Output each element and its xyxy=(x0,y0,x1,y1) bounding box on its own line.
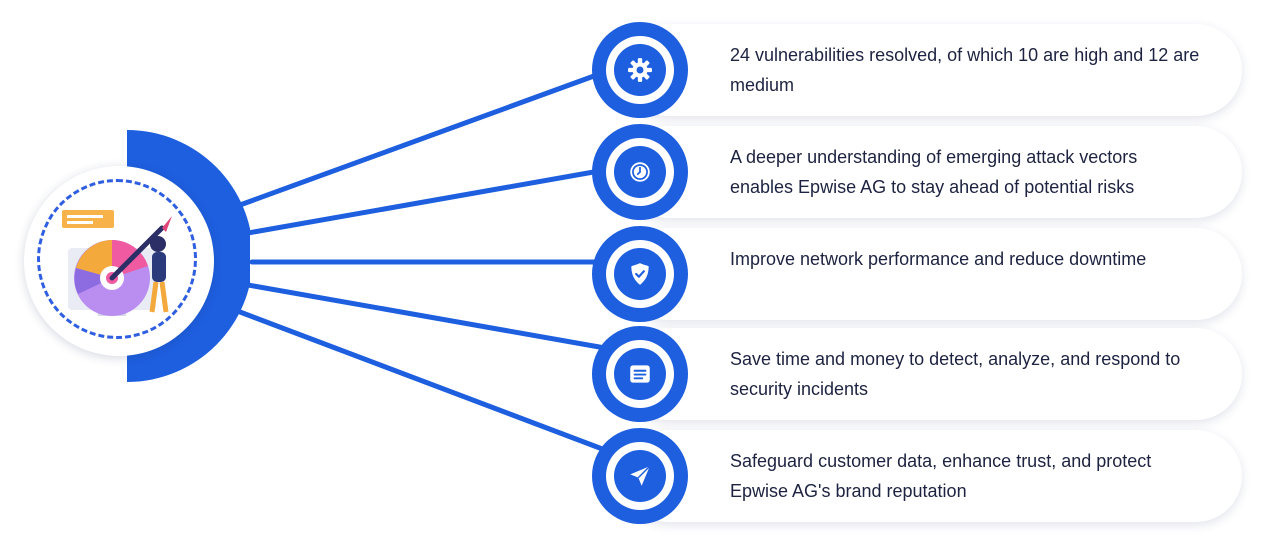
connector-line-5 xyxy=(237,309,608,453)
benefit-text: Safeguard customer data, enhance trust, … xyxy=(730,451,1152,501)
send-icon xyxy=(630,465,651,486)
connector-line-2 xyxy=(245,167,608,236)
benefit-item-5: Safeguard customer data, enhance trust, … xyxy=(592,428,1247,524)
connector-line-1 xyxy=(237,69,608,208)
benefit-item-4: Save time and money to detect, analyze, … xyxy=(592,326,1247,422)
hub xyxy=(0,130,250,385)
benefit-item-1: 24 vulnerabilities resolved, of which 10… xyxy=(592,22,1247,118)
hub-disc xyxy=(24,166,214,356)
icon-bubble xyxy=(592,124,688,220)
icon-bubble xyxy=(592,428,688,524)
icon-bubble xyxy=(592,22,688,118)
benefit-card xyxy=(622,24,1242,116)
benefit-text: Save time and money to detect, analyze, … xyxy=(730,349,1181,399)
security-dashboard-illustration xyxy=(62,210,172,316)
benefit-card xyxy=(622,430,1242,522)
benefit-text: A deeper understanding of emerging attac… xyxy=(730,147,1138,197)
icon-bubble xyxy=(592,226,688,322)
shield-check-icon xyxy=(631,263,649,285)
connector-line-4 xyxy=(245,282,608,351)
benefit-card xyxy=(622,328,1242,420)
clock-icon xyxy=(630,162,650,182)
document-icon xyxy=(630,365,650,383)
benefit-card xyxy=(622,126,1242,218)
gear-icon xyxy=(628,58,652,82)
benefit-text: Improve network performance and reduce d… xyxy=(730,249,1147,269)
benefit-card xyxy=(622,228,1242,320)
benefit-text: 24 vulnerabilities resolved, of which 10… xyxy=(730,45,1200,95)
hub-dashed-ring xyxy=(37,179,197,339)
benefit-item-3: Improve network performance and reduce d… xyxy=(592,226,1247,322)
benefit-item-2: A deeper understanding of emerging attac… xyxy=(592,124,1247,220)
icon-bubble xyxy=(592,326,688,422)
